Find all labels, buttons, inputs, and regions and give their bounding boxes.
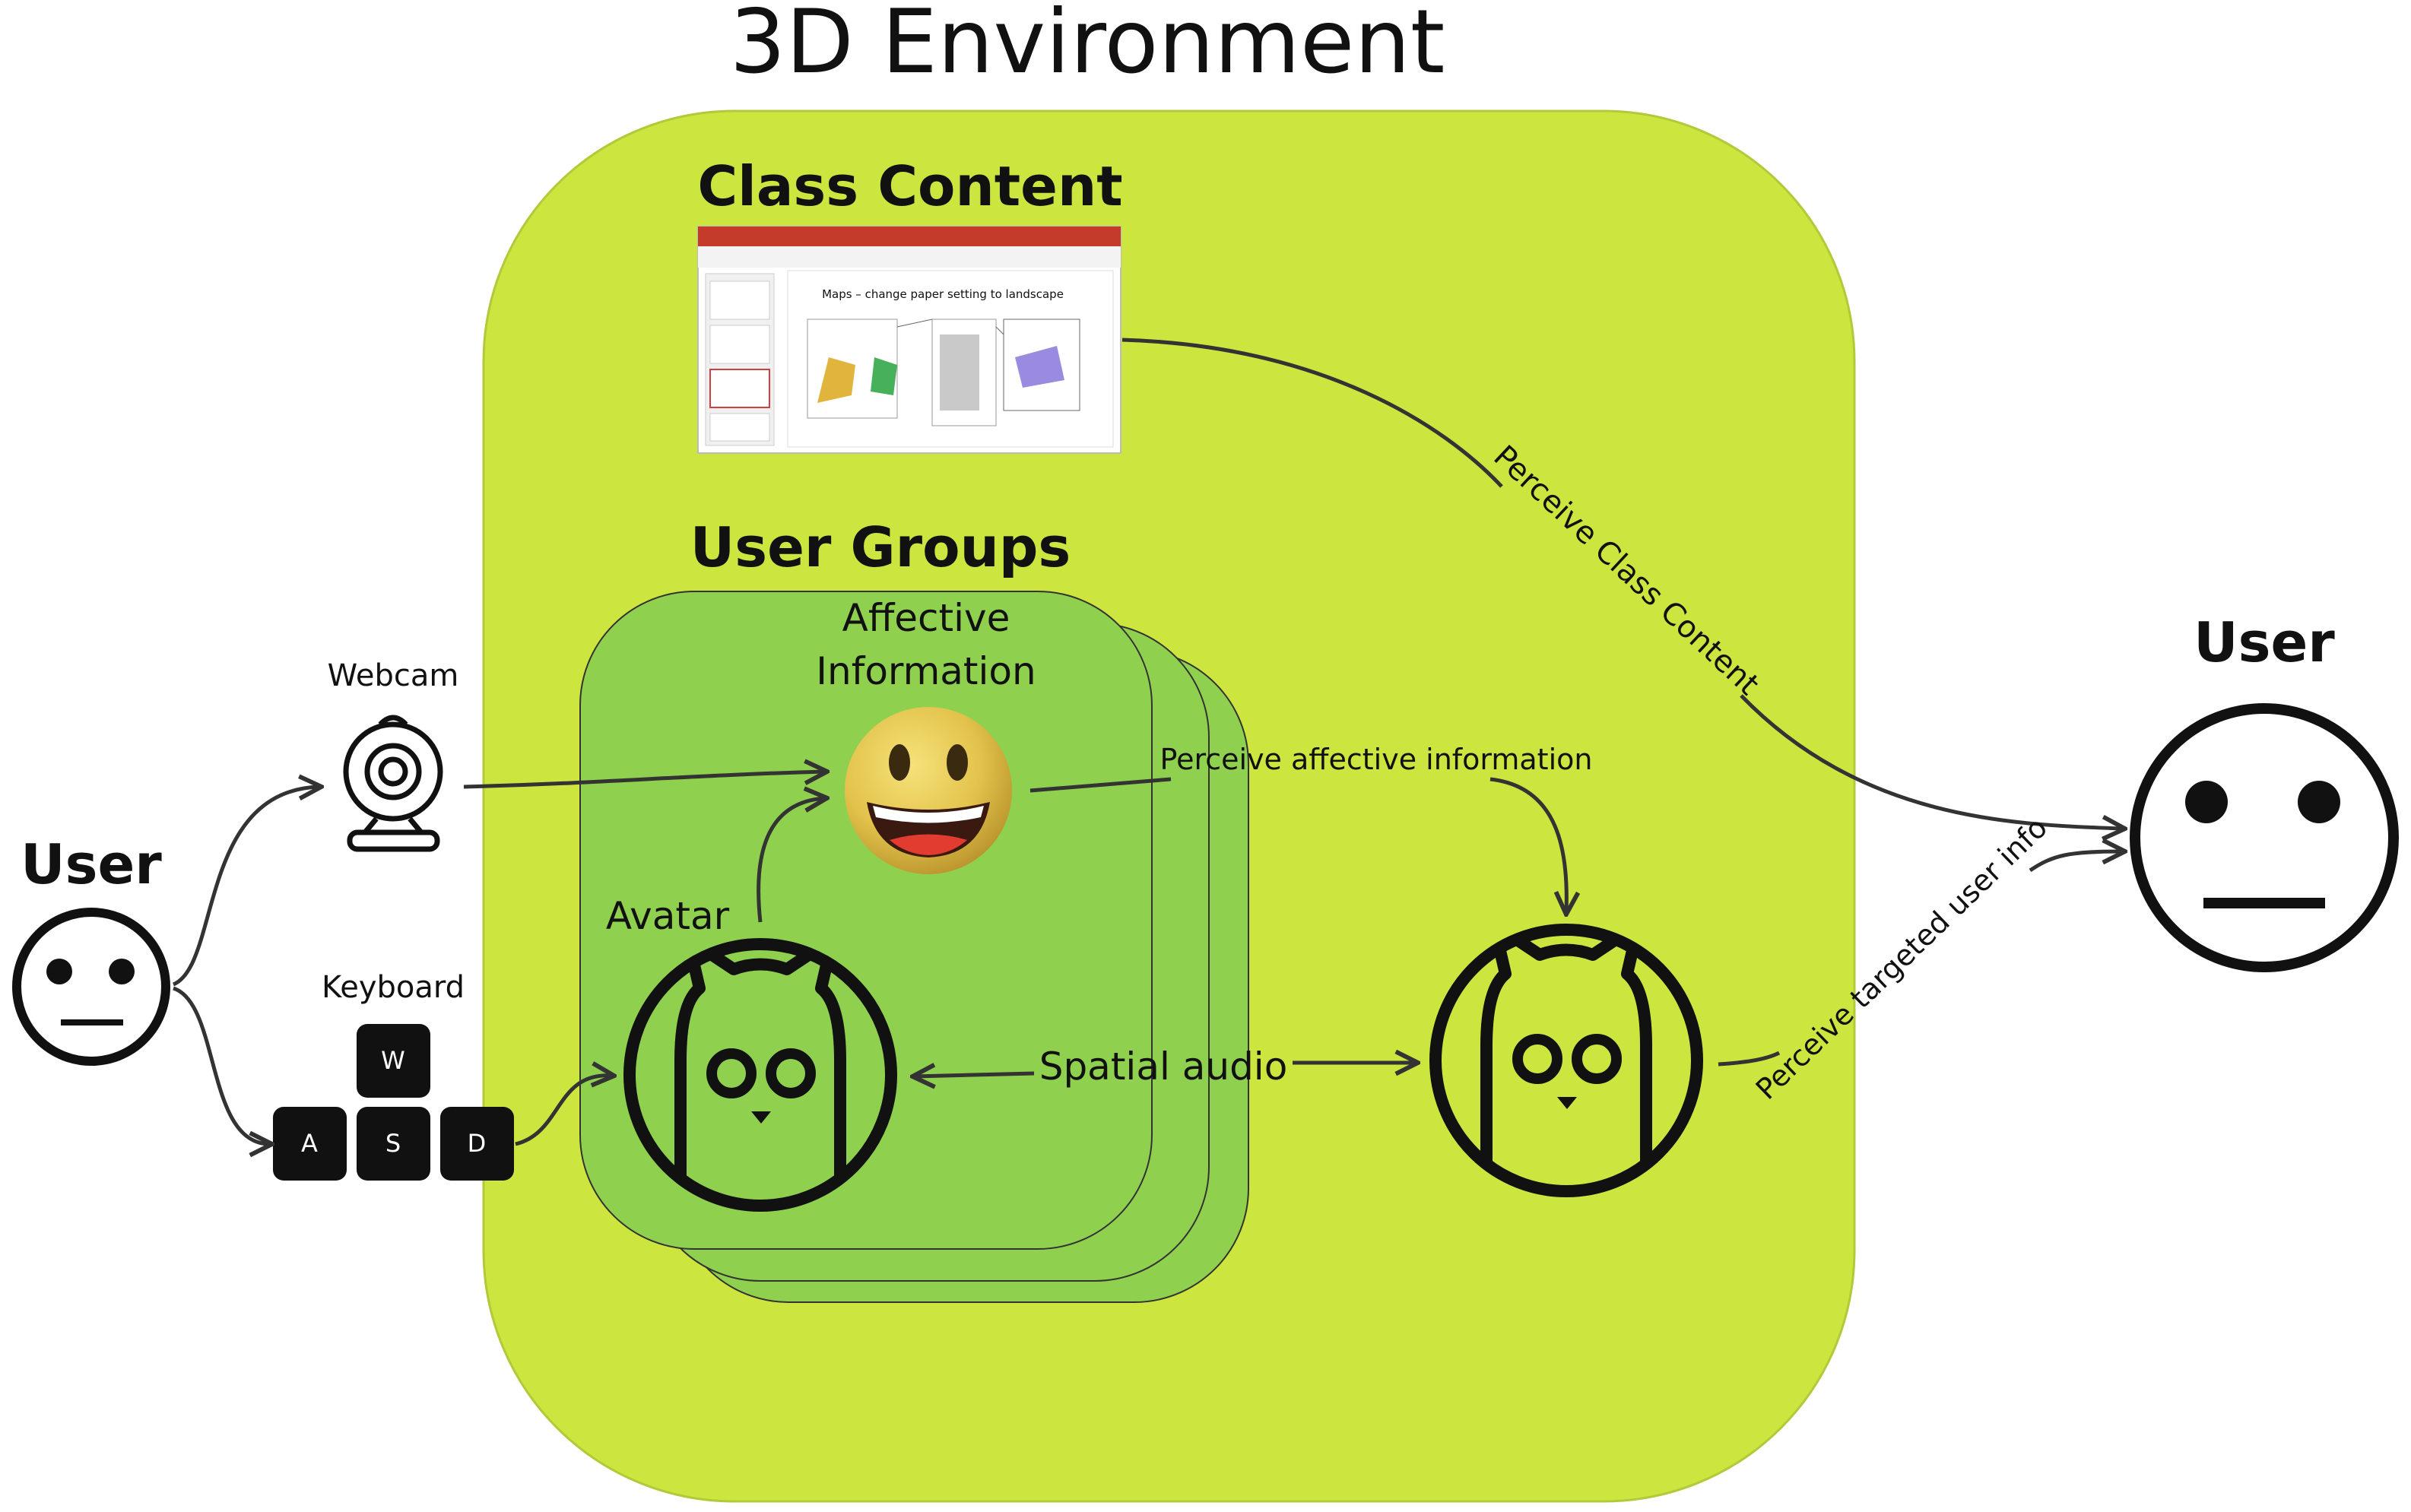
edge-label-spatial-audio: Spatial audio bbox=[1039, 1044, 1288, 1089]
key-s-label: S bbox=[385, 1129, 401, 1158]
key-w-label: W bbox=[381, 1046, 405, 1075]
user-group-card-front bbox=[579, 591, 1153, 1250]
key-a-label: A bbox=[301, 1129, 318, 1158]
edge-avatar-to-affective bbox=[757, 798, 825, 923]
affective-information-label-line1: Affective bbox=[842, 596, 1010, 640]
diagram-title: 3D Environment bbox=[730, 0, 1445, 94]
neutral-face-icon-left bbox=[12, 908, 170, 1066]
edge-label-perceive-affective: Perceive affective information bbox=[1160, 743, 1593, 776]
key-d-label: D bbox=[468, 1129, 487, 1158]
edge-user-to-keyboard bbox=[173, 986, 270, 1144]
affective-information-label-line2: Information bbox=[816, 649, 1036, 693]
user-groups-heading: User Groups bbox=[690, 515, 1071, 579]
keyboard-label: Keyboard bbox=[322, 970, 465, 1005]
edge-class-content-to-user bbox=[1121, 338, 1503, 488]
edge-remote-to-user bbox=[1718, 1051, 1781, 1067]
key-a bbox=[273, 1107, 347, 1181]
edge-spatial-audio-left bbox=[915, 1073, 1035, 1076]
key-s bbox=[357, 1107, 430, 1181]
connectors bbox=[172, 338, 2123, 1146]
class-content-slide-thumbnail: Maps – change paper setting to landscape bbox=[697, 226, 1121, 454]
owl-avatar-remote-icon bbox=[1429, 924, 1703, 1197]
left-user-label: User bbox=[21, 832, 162, 896]
neutral-face-icon-right bbox=[2130, 703, 2399, 972]
edge-keyboard-to-avatar bbox=[515, 1076, 612, 1146]
class-content-heading: Class Content bbox=[697, 154, 1122, 218]
right-user-label: User bbox=[2194, 610, 2335, 674]
edge-user-to-webcam bbox=[172, 787, 319, 987]
avatar-label: Avatar bbox=[606, 894, 730, 938]
happy-face-icon bbox=[845, 707, 1012, 874]
slide-title-text: Maps – change paper setting to landscape bbox=[822, 287, 1064, 301]
webcam-label: Webcam bbox=[328, 658, 459, 693]
webcam-icon bbox=[343, 715, 443, 852]
owl-avatar-icon bbox=[623, 938, 897, 1212]
edge-webcam-to-affective bbox=[463, 772, 825, 789]
wasd-keys-icon: W A S D bbox=[273, 1024, 514, 1181]
edge-affective-to-remote bbox=[1029, 777, 1172, 793]
key-d bbox=[440, 1107, 514, 1181]
key-w bbox=[357, 1024, 430, 1098]
